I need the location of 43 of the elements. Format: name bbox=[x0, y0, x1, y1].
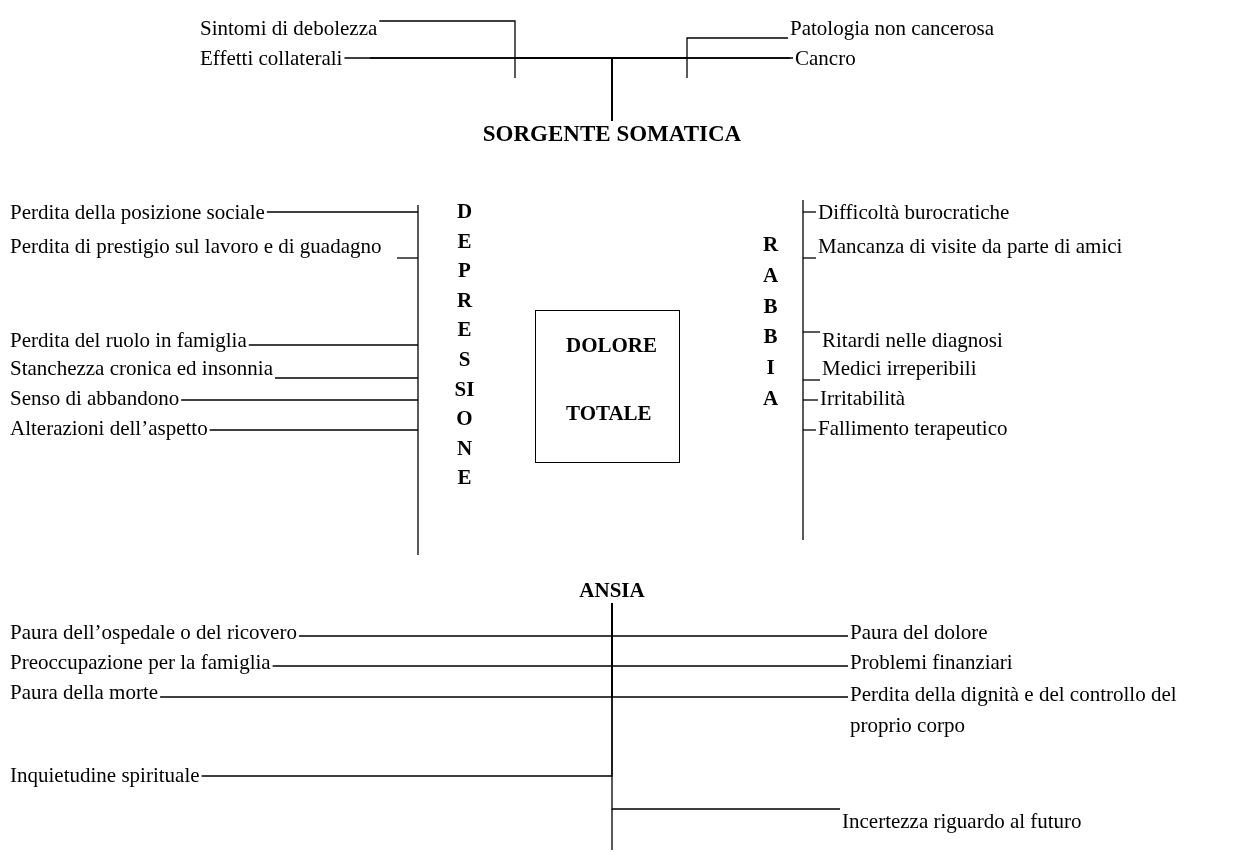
item-text: Perdita della posizione sociale bbox=[10, 199, 265, 225]
leader-line bbox=[802, 211, 817, 213]
item-text: Sintomi di debolezza bbox=[200, 15, 378, 41]
item-text: Perdita della dignità e del controllo del proprio corpo bbox=[850, 679, 1195, 741]
leader-line bbox=[802, 429, 817, 431]
item-text: Perdita del ruolo in famiglia bbox=[10, 327, 247, 353]
item-text: Effetti collaterali bbox=[200, 45, 343, 71]
item-text: Paura del dolore bbox=[850, 619, 988, 645]
vertical-heading: DEPRESSIONE bbox=[454, 197, 475, 493]
leader-line bbox=[396, 257, 419, 259]
item-text: Mancanza di visite da parte di amici bbox=[818, 231, 1138, 262]
item-text: Medici irreperibili bbox=[822, 355, 977, 381]
item-text: Alterazioni dell’aspetto bbox=[10, 415, 208, 441]
vertical-heading: RABBIA bbox=[760, 229, 781, 414]
leader-line bbox=[266, 211, 419, 213]
item-text: Ritardi nelle diagnosi bbox=[822, 327, 1003, 353]
item-text: Senso di abbandono bbox=[10, 385, 180, 411]
item-text: Problemi finanziari bbox=[850, 649, 1013, 675]
leader-line bbox=[802, 331, 821, 333]
leader-line bbox=[611, 602, 841, 810]
item-text: Paura della morte bbox=[10, 679, 159, 705]
leader-line bbox=[611, 57, 794, 122]
item-text: Stanchezza cronica ed insonnia bbox=[10, 355, 273, 381]
item-text: Perdita di prestigio sul lavoro e di guadagno bbox=[10, 231, 395, 262]
item-text: Cancro bbox=[795, 45, 856, 71]
item-text: Irritabilità bbox=[820, 385, 906, 411]
leader-line bbox=[802, 399, 819, 401]
leader-line bbox=[248, 344, 419, 346]
total-pain-box: DOLORE TOTALE bbox=[535, 310, 680, 463]
item-text: Patologia non cancerosa bbox=[790, 15, 995, 41]
leader-line bbox=[274, 377, 419, 379]
leader-line bbox=[209, 429, 419, 431]
item-text: Preoccupazione per la famiglia bbox=[10, 649, 271, 675]
leader-line bbox=[802, 379, 821, 381]
heading-text: ANSIA bbox=[552, 577, 672, 603]
item-text: Inquietudine spirituale bbox=[10, 762, 200, 788]
item-text: Paura dell’ospedale o del ricovero bbox=[10, 619, 297, 645]
leader-line bbox=[802, 257, 817, 259]
item-text: Incertezza riguardo al futuro bbox=[842, 808, 1082, 834]
leader-line bbox=[180, 399, 419, 401]
item-text: Fallimento terapeutico bbox=[818, 415, 1008, 441]
item-text: Difficoltà burocratiche bbox=[818, 199, 1010, 225]
heading-text: SORGENTE SOMATICA bbox=[430, 121, 794, 147]
